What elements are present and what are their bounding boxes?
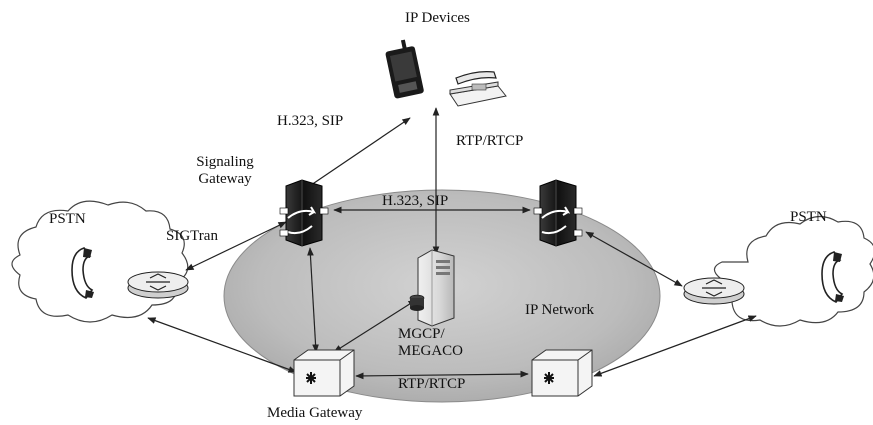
- media-gateway-box-icon: [294, 350, 354, 396]
- label-ip-network: IP Network: [525, 302, 594, 319]
- label-mgcp-line2: MEGACO: [398, 343, 463, 360]
- label-rtp-rtcp-bottom: RTP/RTCP: [398, 376, 465, 393]
- pstn-cloud-right: [714, 216, 873, 326]
- label-pstn-right: PSTN: [790, 209, 827, 226]
- pda-icon: [383, 38, 424, 99]
- router-disc-icon: [684, 278, 744, 304]
- label-ip-devices: IP Devices: [405, 10, 470, 27]
- label-rtp-rtcp-top: RTP/RTCP: [456, 133, 523, 150]
- pstn-cloud-left: [12, 201, 188, 322]
- label-mgcp-line1: MGCP/: [398, 326, 463, 343]
- gateway-tower-icon: [280, 180, 328, 246]
- media-gateway-box-icon: [532, 350, 592, 396]
- gateway-tower-icon: [534, 180, 582, 246]
- database-icon: [410, 295, 424, 311]
- label-signaling-gateway: Signaling Gateway: [190, 154, 260, 188]
- label-pstn-left: PSTN: [49, 211, 86, 228]
- label-h323-sip-middle: H.323, SIP: [382, 193, 448, 210]
- label-signaling-line1: Signaling: [190, 154, 260, 171]
- server-tower-icon: [418, 250, 454, 326]
- ip-phone-icon: [450, 72, 506, 106]
- label-signaling-line2: Gateway: [190, 171, 260, 188]
- router-disc-icon: [128, 272, 188, 298]
- label-media-gateway: Media Gateway: [267, 405, 362, 422]
- label-h323-sip-top: H.323, SIP: [277, 113, 343, 130]
- label-sigtran: SIGTran: [166, 228, 218, 245]
- label-mgcp: MGCP/ MEGACO: [398, 326, 463, 360]
